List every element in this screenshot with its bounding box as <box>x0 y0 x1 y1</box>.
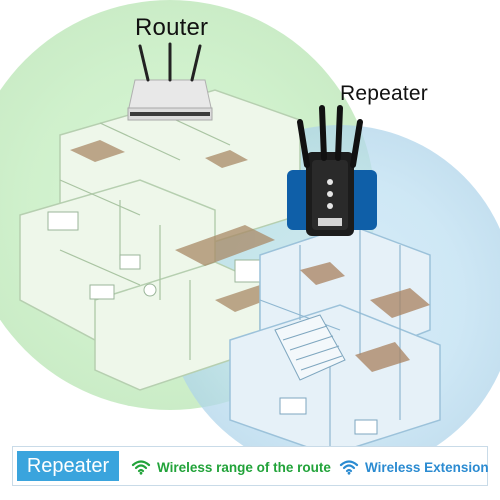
wooden-floors-left <box>70 140 280 312</box>
legend-item-label: Wireless range of the route <box>157 459 331 475</box>
wifi-icon <box>339 460 359 475</box>
windows-right <box>279 397 378 435</box>
wifi-icon <box>131 460 151 475</box>
repeater-label: Repeater <box>340 82 428 105</box>
legend-title: Repeater <box>17 451 119 481</box>
wooden-floors-right <box>300 262 430 372</box>
legend-item-wireless-extension: Wireless Extension <box>339 454 489 480</box>
staircase <box>274 314 346 381</box>
legend-item-router-range: Wireless range of the route <box>131 454 331 480</box>
router-label: Router <box>135 14 209 41</box>
repeater-device <box>287 105 377 236</box>
legend-item-label: Wireless Extension <box>365 459 489 475</box>
legend-bar: Repeater Wireless range of the route Wir… <box>12 446 489 486</box>
house-walls-right <box>229 224 441 456</box>
router-device <box>127 42 213 121</box>
